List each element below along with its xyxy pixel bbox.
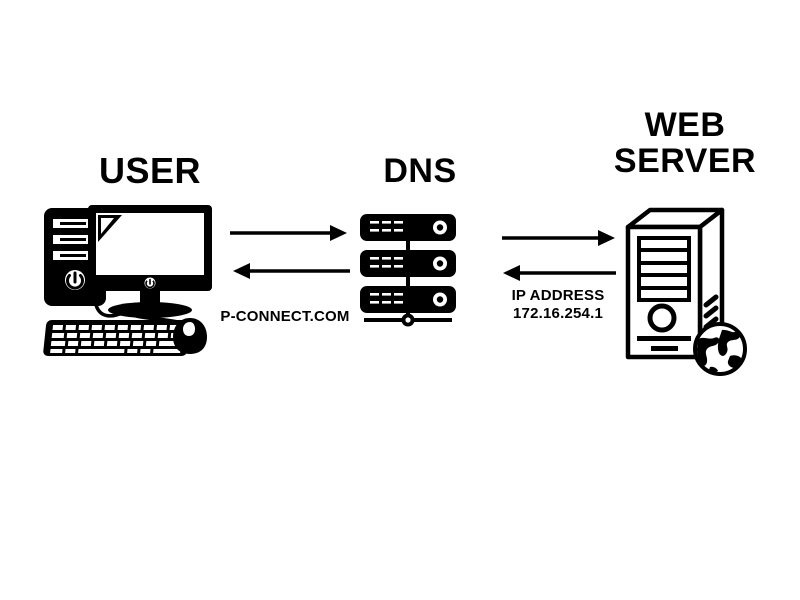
- dns-server-rack-icon: [360, 214, 456, 327]
- arrow-right-lookup: [502, 230, 615, 246]
- web-server-tower-icon: [625, 207, 747, 376]
- globe-icon: [693, 322, 747, 376]
- dns-server-unit: [360, 286, 456, 313]
- edge-label-ip-address: IP ADDRESS 172.16.254.1: [511, 287, 605, 323]
- arrow-pair-user-dns: [230, 225, 350, 279]
- edge-label-domain: P-CONNECT.COM: [220, 308, 350, 325]
- dns-server-unit: [360, 250, 456, 277]
- arrow-right-request: [230, 225, 347, 241]
- dns-server-unit: [360, 214, 456, 241]
- node-title-web-server: WEB SERVER: [613, 106, 757, 180]
- arrow-pair-dns-webserver: [502, 230, 616, 281]
- arrow-left-response: [233, 263, 350, 279]
- arrow-left-reply: [503, 265, 616, 281]
- node-title-user: USER: [98, 150, 202, 191]
- desktop-computer-icon: [43, 205, 212, 356]
- node-title-dns: DNS: [383, 152, 457, 190]
